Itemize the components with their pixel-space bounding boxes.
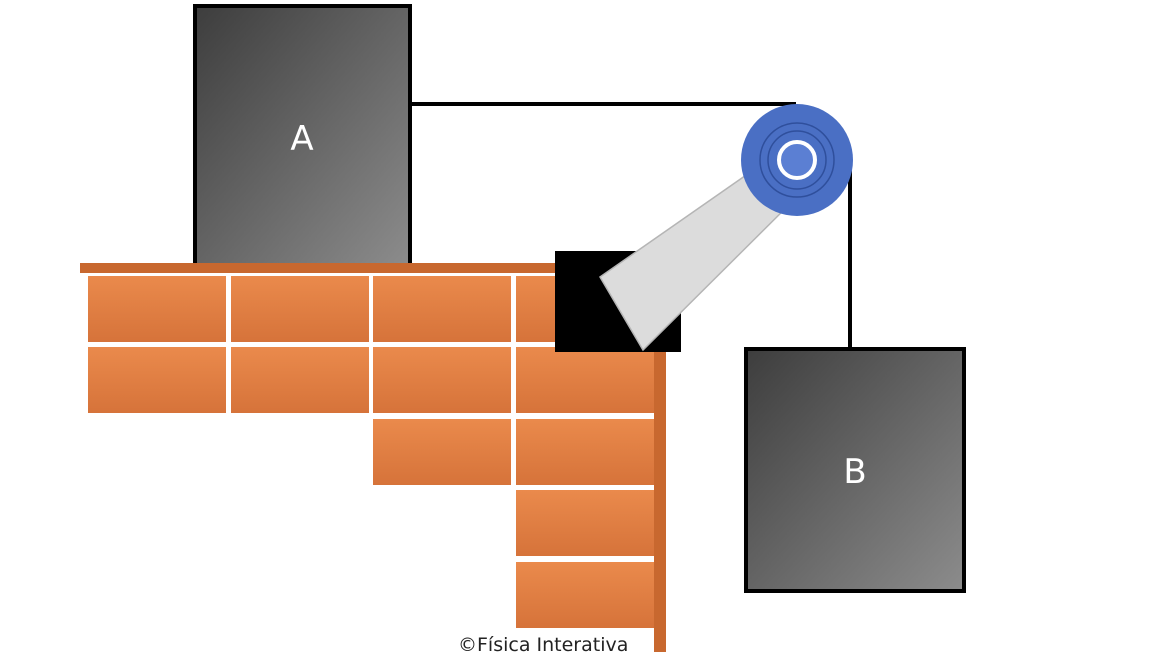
block-b: B: [744, 347, 966, 593]
brick: [373, 419, 511, 485]
brick: [516, 562, 654, 628]
brick: [373, 276, 511, 342]
brick: [373, 347, 511, 413]
copyright-text: ©Física Interativa: [458, 634, 628, 656]
brick: [516, 490, 654, 556]
brick: [88, 276, 226, 342]
brick: [516, 347, 654, 413]
brick: [231, 276, 369, 342]
rope: [410, 102, 852, 349]
wall-right-edge: [654, 268, 666, 652]
block-b-label: B: [843, 452, 866, 492]
brick: [231, 347, 369, 413]
pulley: [741, 104, 853, 216]
brick: [516, 419, 654, 485]
block-a-label: A: [290, 119, 313, 159]
brick: [88, 347, 226, 413]
wall-top-ledge: [80, 263, 666, 273]
block-a: A: [193, 4, 412, 267]
brick-wall: [80, 263, 666, 652]
pulley-axle: [777, 140, 817, 180]
